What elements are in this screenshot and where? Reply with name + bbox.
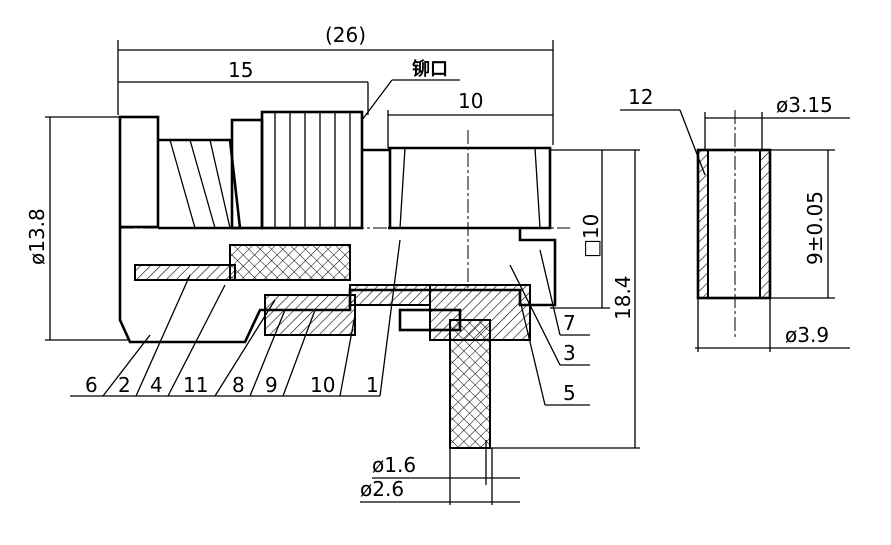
dimension-overall: (26) bbox=[117, 23, 554, 145]
part-label-10: 10 bbox=[310, 373, 335, 397]
part-label-11: 11 bbox=[183, 373, 208, 397]
part-label-2: 2 bbox=[118, 373, 131, 397]
part-label-12: 12 bbox=[628, 85, 653, 109]
crimp-label: 铆口 bbox=[412, 58, 448, 80]
part-label-9: 9 bbox=[265, 373, 278, 397]
main-diameter-label: ø13.8 bbox=[25, 208, 49, 265]
sleeve-length-label: 9±0.05 bbox=[803, 191, 827, 265]
body-length-label: 15 bbox=[228, 58, 253, 82]
dimension-square: □10 18.4 bbox=[490, 149, 640, 449]
part-label-4: 4 bbox=[150, 373, 163, 397]
pin-diameter-label: ø1.6 bbox=[372, 453, 416, 477]
dimension-diameter: ø13.8 bbox=[25, 116, 128, 341]
part-label-7: 7 bbox=[563, 311, 576, 335]
sleeve-inner-diameter-label: ø3.15 bbox=[776, 93, 833, 117]
sleeve-part-12: ø3.15 9±0.05 ø3.9 12 bbox=[620, 85, 850, 352]
part-label-8: 8 bbox=[232, 373, 245, 397]
connector-body bbox=[118, 110, 570, 449]
sleeve-outer-diameter-label: ø3.9 bbox=[785, 323, 829, 347]
height-label: 18.4 bbox=[611, 275, 635, 320]
dimension-right: 10 bbox=[387, 89, 553, 148]
part-label-5: 5 bbox=[563, 381, 576, 405]
part-label-1: 1 bbox=[366, 373, 379, 397]
part-label-3: 3 bbox=[563, 341, 576, 365]
right-width-label: 10 bbox=[458, 89, 483, 113]
part-label-6: 6 bbox=[85, 373, 98, 397]
dimension-pin: ø1.6 ø2.6 bbox=[360, 440, 520, 505]
overall-length-label: (26) bbox=[325, 23, 366, 47]
square-size-label: □10 bbox=[579, 214, 603, 258]
dimension-body: 15 铆口 bbox=[118, 58, 460, 121]
part-labels: 6 2 4 11 8 9 10 1 5 3 7 bbox=[70, 239, 590, 406]
pin-outer-diameter-label: ø2.6 bbox=[360, 477, 404, 501]
